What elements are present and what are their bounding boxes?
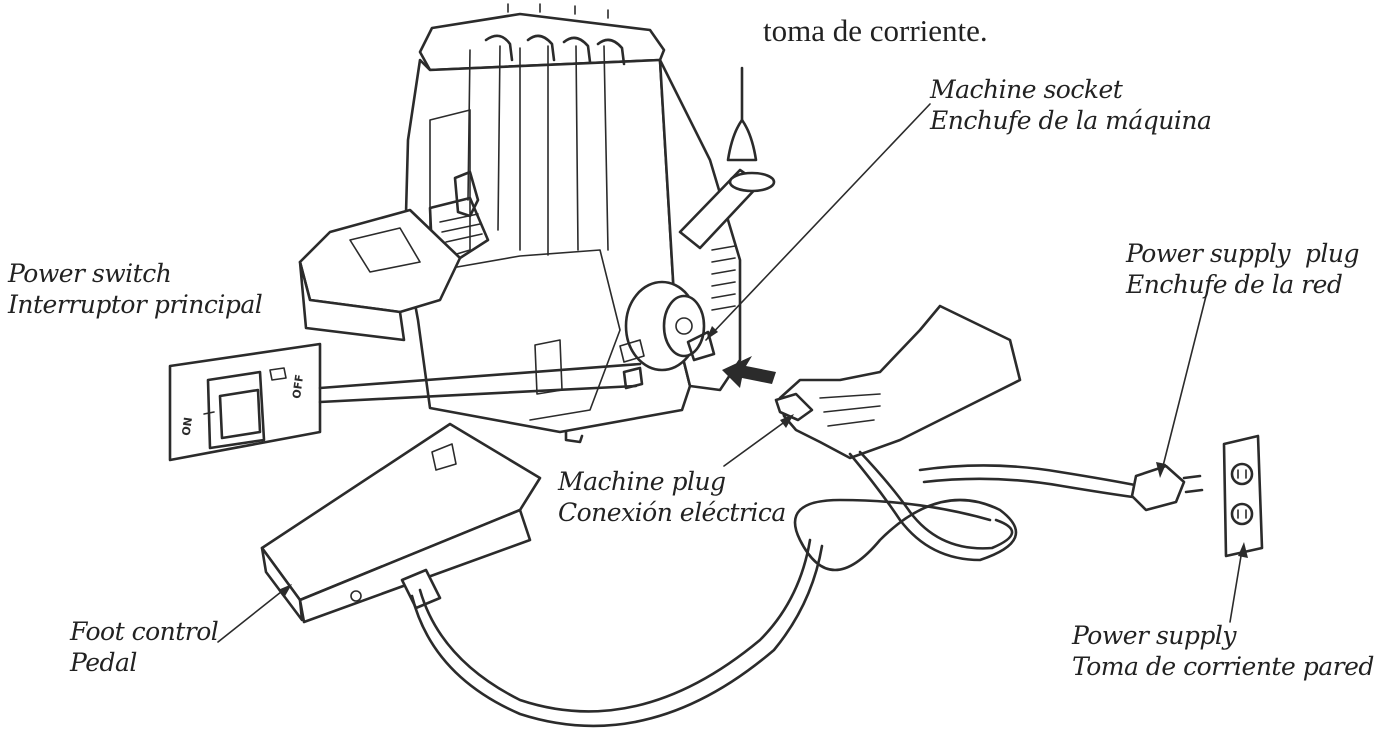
label-machine-plug: Machine plug Conexión eléctrica bbox=[558, 466, 786, 528]
label-machine-plug-es: Conexión eléctrica bbox=[558, 498, 786, 527]
label-power-supply: Power supply Toma de corriente pared bbox=[1072, 620, 1374, 682]
power-switch-inset bbox=[168, 342, 644, 462]
power-supply-plug bbox=[1130, 464, 1204, 512]
leader-lines bbox=[217, 103, 1248, 643]
insert-arrow bbox=[722, 356, 776, 388]
label-power-supply-plug-es: Enchufe de la red bbox=[1126, 270, 1343, 299]
label-power-supply-plug: Power supply plug Enchufe de la red bbox=[1126, 238, 1360, 300]
hand-with-plug bbox=[774, 304, 1022, 460]
label-power-switch-es: Interruptor principal bbox=[8, 290, 263, 319]
label-power-supply-plug-en: Power supply plug bbox=[1126, 239, 1360, 268]
label-machine-plug-en: Machine plug bbox=[558, 467, 726, 496]
label-foot-control-es: Pedal bbox=[70, 648, 137, 677]
power-cords bbox=[410, 450, 1142, 728]
label-machine-socket-en: Machine socket bbox=[930, 75, 1123, 104]
label-power-supply-es: Toma de corriente pared bbox=[1072, 652, 1374, 681]
label-power-switch: Power switch Interruptor principal bbox=[8, 258, 263, 320]
switch-on-mark: ON bbox=[179, 416, 196, 437]
label-power-supply-en: Power supply bbox=[1072, 621, 1237, 650]
label-power-switch-en: Power switch bbox=[8, 259, 172, 288]
header-text-top: toma de corriente. bbox=[763, 13, 988, 48]
label-foot-control-en: Foot control bbox=[70, 617, 219, 646]
foot-control-pedal bbox=[260, 422, 542, 624]
overlocker-machine bbox=[298, 3, 776, 444]
label-foot-control: Foot control Pedal bbox=[70, 616, 219, 678]
label-machine-socket: Machine socket Enchufe de la máquina bbox=[930, 74, 1212, 136]
wall-outlet bbox=[1222, 434, 1264, 558]
label-machine-socket-es: Enchufe de la máquina bbox=[930, 106, 1212, 135]
